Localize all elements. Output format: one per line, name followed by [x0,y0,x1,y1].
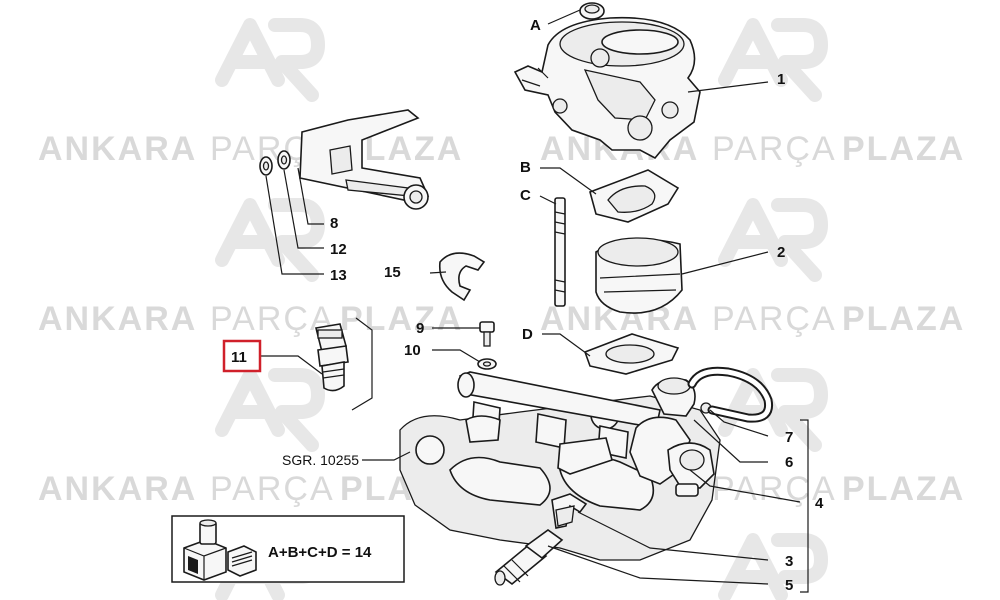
washer-13 [259,156,273,176]
callout-2: 2 [777,244,785,261]
leader-lines [260,9,809,593]
callout-15: 15 [384,264,401,281]
temperature-sensor [315,323,349,392]
reference-number: SGR. 10255 [282,452,359,468]
svg-text:ANKARA: ANKARA [38,470,197,508]
callout-1: 1 [777,71,785,88]
watermark-logo [718,533,828,600]
kit-legend: A+B+C+D = 14 [171,515,405,583]
callout-12: 12 [330,241,347,258]
callout-9: 9 [416,320,424,337]
watermark-logo [215,198,325,282]
callout-b: B [520,159,531,176]
gasket-d [583,333,680,375]
sensor-bracket-line [351,317,373,411]
highlight-box [222,339,262,373]
watermark-logo [215,18,325,102]
washer-10 [477,358,497,370]
svg-text:PARÇA: PARÇA [712,470,837,508]
svg-text:PLAZA: PLAZA [340,300,463,338]
pressure-regulator [629,377,715,497]
callout-a: A [530,17,541,34]
callout-labels: A 1 B C 2 D 9 10 15 8 12 13 SGR. 10255 7… [282,17,824,594]
bracket [299,109,430,210]
watermark-logo [718,368,828,452]
callout-10: 10 [404,342,421,359]
cap-a [579,2,605,20]
svg-text:PARÇA: PARÇA [712,130,837,168]
fuel-rail [457,371,661,475]
fuel-injector [494,529,564,586]
callout-c: C [520,187,531,204]
callout-7: 7 [785,429,793,446]
callout-11: 11 [231,349,247,366]
svg-text:PLAZA: PLAZA [842,130,965,168]
stud-c [554,197,566,307]
svg-text:PLAZA: PLAZA [842,470,965,508]
callout-d: D [522,326,533,343]
callout-8: 8 [330,215,338,232]
svg-text:PARÇA: PARÇA [210,300,335,338]
watermark-logo [718,198,828,282]
clamp [438,252,486,302]
highlighted-callout-11: 11 [222,339,262,373]
svg-text:PARÇA: PARÇA [210,470,335,508]
gasket-b [589,169,680,223]
bolt-9 [479,321,495,347]
watermark-text: ANKARA PARÇA PLAZA [38,130,461,168]
washer-12 [277,150,291,170]
svg-text:PLAZA: PLAZA [842,300,965,338]
callout-6: 6 [785,454,793,471]
watermark-text: ANKARA PARÇA PLAZA [38,470,461,508]
callout-4: 4 [815,495,824,512]
callout-3: 3 [785,553,793,570]
watermark-text: ANKARA PARÇA PLAZA [38,300,463,338]
watermark-logo [215,368,325,452]
watermark-layer: ANKARA PARÇA PLAZA ANKARA PARÇA PLAZA AN… [38,18,965,600]
watermark-logo [718,18,828,102]
svg-text:PARÇA: PARÇA [712,300,837,338]
throttle-body [513,16,701,160]
watermark-text: ANKARA PARÇA PLAZA [540,130,965,168]
kit-box-icon [183,519,257,581]
svg-text:ANKARA: ANKARA [38,130,197,168]
svg-text:ANKARA: ANKARA [38,300,197,338]
legend-formula: A+B+C+D = 14 [268,544,372,561]
callout-13: 13 [330,267,347,284]
injector-clip [551,493,588,529]
watermark-text: ANKARA PARÇA PLAZA [540,300,965,338]
spacer-block [595,237,683,314]
callout-5: 5 [785,577,793,594]
fuel-hose-inner [689,368,772,421]
